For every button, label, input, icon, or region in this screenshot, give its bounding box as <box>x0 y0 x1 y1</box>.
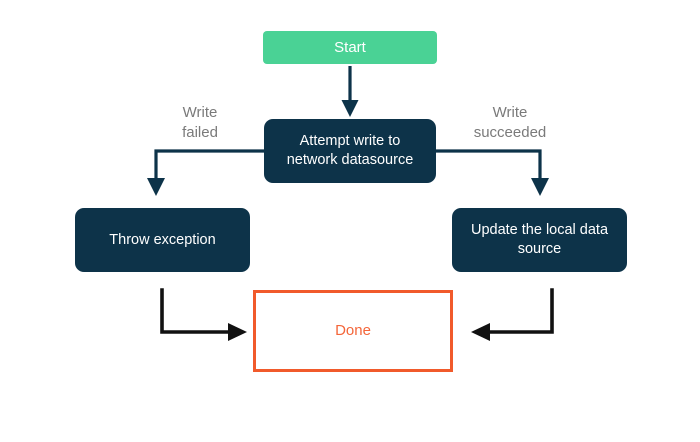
node-done-label: Done <box>335 322 371 339</box>
node-attempt-write-label: Attempt write to network datasource <box>286 133 414 168</box>
node-done[interactable]: Done <box>253 290 453 372</box>
node-update-local-data-source[interactable]: Update the local data source <box>452 208 627 272</box>
node-throw-exception-label: Throw exception <box>109 231 216 248</box>
node-throw-exception[interactable]: Throw exception <box>75 208 250 272</box>
edge-attempt-to-throw <box>147 149 266 196</box>
edge-throw-to-done <box>160 288 247 341</box>
node-start-label: Start <box>334 38 366 56</box>
edge-label-write-succeeded: Write succeeded <box>473 104 547 141</box>
node-start[interactable]: Start <box>263 31 437 64</box>
edge-start-to-attempt <box>341 66 359 117</box>
edge-label-write-failed: Write failed <box>182 104 218 141</box>
edge-attempt-to-update <box>434 149 549 196</box>
node-update-local-data-source-label: Update the local data source <box>470 222 609 257</box>
node-attempt-write[interactable]: Attempt write to network datasource <box>264 119 436 183</box>
edge-update-to-done <box>471 288 554 341</box>
